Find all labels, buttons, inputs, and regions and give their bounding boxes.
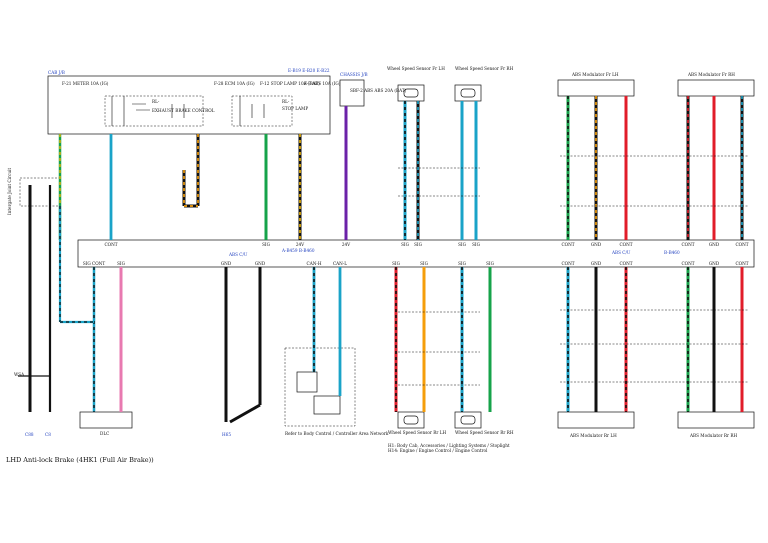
exhaust-relay-code: RL- (152, 99, 160, 104)
stop-relay-box (231, 95, 293, 127)
svg-text:Wheel Speed Sensor Fr RH: Wheel Speed Sensor Fr RH (455, 66, 514, 71)
modulator-fr-lh-box (557, 79, 635, 97)
fuse-stop-lamp-label: F-12 STOP LAMP 10A (BAT) (260, 81, 320, 86)
ecu-bottom-pin-5: CAN-L (333, 261, 347, 266)
ecu-bottom-pin-15: CONT (735, 261, 748, 266)
ecu-bottom-pin-3: GND (255, 261, 266, 266)
abs-cu-box (77, 239, 755, 268)
modulator-rr-lh-label: ABS Modulator Rr LH (569, 433, 617, 438)
modulator-rr-rh-label: ABS Modulator Rr RH (689, 433, 737, 438)
stop-relay-code: RL- (282, 99, 290, 104)
ecu-top-pin-8: CONT (561, 242, 574, 247)
ecu-top-pin-1: SIG (262, 242, 271, 247)
ground-c88: C88 (25, 432, 34, 437)
modulator-rr-rh-box (677, 411, 755, 429)
ecu-bottom-pin-1: SIG (117, 261, 126, 266)
cab-jb-box (47, 75, 331, 135)
ecu-top-pin-0: CONT (104, 242, 117, 247)
svg-text:Wheel Speed Sensor Rr RH: Wheel Speed Sensor Rr RH (455, 430, 514, 435)
ecu-top-pin-4: SIG (401, 242, 410, 247)
note-1: H1: Body Cab, Accessories / Lighting Sys… (388, 443, 510, 448)
can-refer-box (284, 347, 356, 427)
ecu-top-pin-5: SIG (414, 242, 423, 247)
note-2: H14: Engine / Engine Control / Engine Co… (388, 448, 488, 453)
ground-c8: C8 (45, 432, 51, 437)
joint-box (19, 177, 61, 207)
sensor-rr-rh: Wheel Speed Sensor Rr RH (454, 411, 514, 435)
ecu-top-pin-11: CONT (681, 242, 694, 247)
modulator-fr-rh-box (677, 79, 755, 97)
fuse-ecm-label: F-28 ECM 10A (IG) (214, 81, 255, 86)
ecu-bottom-pin-13: CONT (681, 261, 694, 266)
exhaust-relay-label: EXHAUST BRAKE CONTROL (152, 108, 215, 113)
abs-cu-title: ABS C/U (228, 252, 248, 257)
pin-labels: CONT SIG 24V 24V SIG SIG SIG SIG CONT GND CONT CONT… (83, 242, 749, 266)
ecu-top-pin-7: SIG (472, 242, 481, 247)
modulator-fr-rh-label: ABS Modulator Fr RH (687, 72, 735, 77)
exhaust-relay-box (104, 95, 204, 127)
ground-h65: H65 (222, 432, 231, 437)
chassis-jb-label: CHASSIS J/B (340, 72, 368, 77)
wsa-label: WSA (14, 372, 25, 377)
chassis-jb-box (339, 79, 365, 107)
fuse-abs-label: F-7 ABS 10A (IG) (304, 81, 341, 86)
dlc-label: DLC (100, 431, 109, 436)
ecu-bottom-pin-7: SIG (420, 261, 429, 266)
cab-jb-label: CAB J/B (48, 70, 65, 75)
fuse-meter-label: F-21 METER 10A (IG) (62, 81, 109, 86)
wire-gnd-4 (229, 403, 261, 424)
ecu-bottom-pin-2: GND (221, 261, 232, 266)
ecu-bottom-pin-10: CONT (561, 261, 574, 266)
ecu-bottom-pin-14: GND (709, 261, 720, 266)
svg-text:Wheel Speed Sensor Rr LH: Wheel Speed Sensor Rr LH (388, 430, 446, 435)
sensor-fr-lh: Wheel Speed Sensor Fr LH (387, 66, 445, 102)
wire-layer (18, 96, 748, 424)
ecu-bottom-pin-12: CONT (619, 261, 632, 266)
diagram-caption: LHD Anti-lock Brake (4HK1 (Full Air Brak… (6, 456, 154, 464)
svg-text:Wheel Speed Sensor Fr LH: Wheel Speed Sensor Fr LH (387, 66, 445, 71)
modulator-rr-lh-box (557, 411, 635, 429)
ecu-top-pin-3: 24V (342, 242, 351, 247)
dlc-box (79, 411, 133, 429)
sbf-label: SBF-2 ABS ABS 20A (BAT) (350, 88, 407, 93)
joint-label: Intergate Joint Circuit (7, 168, 12, 215)
can-module (296, 371, 318, 393)
ecu-top-pin-12: GND (709, 242, 720, 247)
stop-relay-label: STOP LAMP (282, 106, 308, 111)
ecu-bottom-pin-11: GND (591, 261, 602, 266)
ecu-bottom-pin-4: CAN-H (307, 261, 322, 266)
ecu-bottom-pin-0: SIG CONT (83, 261, 106, 266)
sensor-fr-rh: Wheel Speed Sensor Fr RH (454, 66, 514, 102)
modulator-fr-lh-label: ABS Modulator Fr LH (571, 72, 619, 77)
ecu-bottom-pin-6: SIG (392, 261, 401, 266)
abs-cu-conn-b: B-B460 (664, 250, 680, 255)
ecu-top-pin-6: SIG (458, 242, 467, 247)
relay-internals (111, 96, 265, 126)
ecu-bottom-pin-9: SIG (486, 261, 495, 266)
can-refer-label: Refer to Body Control / Controller Area … (285, 431, 389, 436)
sensor-rr-lh: Wheel Speed Sensor Rr LH (388, 411, 446, 435)
ecu-top-pin-9: GND (591, 242, 602, 247)
ecu-bottom-pin-8: SIG (458, 261, 467, 266)
abs-cu-connectors: A-B459 B-B460 (281, 248, 315, 253)
abs-cu-title-right: ABS C/U (611, 250, 631, 255)
ecu-top-pin-10: CONT (619, 242, 632, 247)
top-codes-label: E-B19 E-B20 E-B22 (288, 68, 330, 73)
ecu-top-pin-13: CONT (735, 242, 748, 247)
ecu-top-pin-2: 24V (296, 242, 305, 247)
can-module-2 (313, 395, 341, 415)
